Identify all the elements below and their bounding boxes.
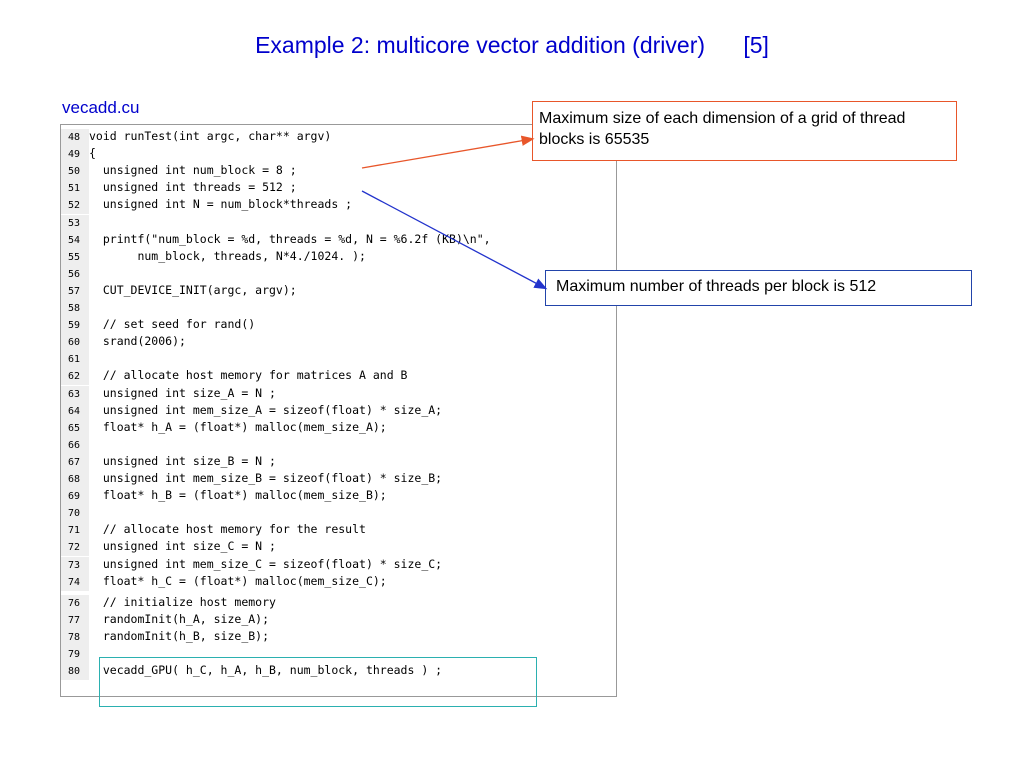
line-number: 58 — [61, 300, 89, 317]
highlight-box-kernel-call — [99, 657, 537, 707]
line-number: 80 — [61, 663, 89, 681]
code-text: float* h_A = (float*) malloc(mem_size_A)… — [89, 419, 387, 434]
code-text: unsigned int size_C = N ; — [89, 539, 276, 554]
file-name-label: vecadd.cu — [62, 98, 140, 117]
code-line: 59 // set seed for rand() — [61, 316, 256, 335]
line-number: 70 — [61, 505, 89, 523]
code-text: randomInit(h_B, size_B); — [89, 628, 270, 643]
line-number: 67 — [61, 453, 89, 471]
code-text: void runTest(int argc, char** argv) — [89, 129, 332, 143]
line-number: 71 — [61, 522, 89, 540]
code-text: // initialize host memory — [89, 594, 276, 609]
code-text: unsigned int N = num_block*threads ; — [89, 197, 353, 212]
code-text: vecadd_GPU( h_C, h_A, h_B, num_block, th… — [89, 663, 443, 678]
line-number: 66 — [61, 436, 89, 454]
code-text: unsigned int size_A = N ; — [89, 385, 276, 400]
code-line: 76 // initialize host memory — [61, 594, 276, 612]
line-number: 77 — [61, 611, 89, 629]
code-text: unsigned int mem_size_A = sizeof(float) … — [89, 402, 443, 417]
slide-title: Example 2: multicore vector addition (dr… — [255, 32, 769, 58]
line-number: 57 — [61, 282, 89, 300]
line-number: 63 — [61, 385, 89, 403]
code-line: 70 — [61, 504, 89, 523]
code-line: 77 randomInit(h_A, size_A); — [61, 611, 270, 629]
code-line: 51 unsigned int threads = 512 ; — [61, 179, 297, 198]
line-number: 54 — [61, 231, 89, 249]
code-text: srand(2006); — [89, 334, 186, 349]
code-text: // allocate host memory for the result — [89, 522, 366, 537]
code-line: 52 unsigned int N = num_block*threads ; — [61, 196, 353, 215]
code-text: num_block, threads, N*4./1024. ); — [89, 248, 366, 263]
line-number: 49 — [61, 146, 89, 164]
code-text: CUT_DEVICE_INIT(argc, argv); — [89, 282, 297, 297]
code-line: 66 — [61, 436, 89, 454]
code-line: 67 unsigned int size_B = N ; — [61, 453, 276, 471]
code-line: 62 // allocate host memory for matrices … — [61, 367, 408, 386]
line-number: 76 — [61, 594, 89, 612]
code-line: 79 — [61, 645, 89, 663]
callout-max-threads: Maximum number of threads per block is 5… — [545, 270, 972, 306]
line-number: 69 — [61, 488, 89, 506]
line-number: 50 — [61, 163, 89, 181]
code-line: 69 float* h_B = (float*) malloc(mem_size… — [61, 487, 387, 506]
code-text: unsigned int num_block = 8 ; — [89, 163, 297, 178]
code-line: 68 unsigned int mem_size_B = sizeof(floa… — [61, 470, 443, 488]
code-text: unsigned int mem_size_C = sizeof(float) … — [89, 556, 443, 571]
code-text: { — [89, 146, 96, 161]
code-text: float* h_C = (float*) malloc(mem_size_C)… — [89, 573, 387, 588]
code-line: 64 unsigned int mem_size_A = sizeof(floa… — [61, 402, 443, 420]
line-number: 59 — [61, 317, 89, 335]
code-line: 57 CUT_DEVICE_INIT(argc, argv); — [61, 282, 297, 300]
code-text: // allocate host memory for matrices A a… — [89, 368, 408, 383]
callout-max-grid-size: Maximum size of each dimension of a grid… — [532, 101, 957, 161]
line-number: 55 — [61, 248, 89, 266]
code-line: 49{ — [61, 145, 96, 164]
code-text: unsigned int mem_size_B = sizeof(float) … — [89, 471, 443, 485]
line-number: 72 — [61, 539, 89, 557]
code-line: 55 num_block, threads, N*4./1024. ); — [61, 248, 366, 266]
code-line: 60 srand(2006); — [61, 333, 186, 352]
code-line: 72 unsigned int size_C = N ; — [61, 538, 276, 557]
line-number: 61 — [61, 351, 89, 369]
code-line: 61 — [61, 350, 89, 369]
code-line: 63 unsigned int size_A = N ; — [61, 385, 276, 403]
code-text: printf("num_block = %d, threads = %d, N … — [89, 231, 491, 246]
line-number: 53 — [61, 214, 89, 232]
line-number: 78 — [61, 628, 89, 646]
code-line: 74 float* h_C = (float*) malloc(mem_size… — [61, 573, 387, 591]
code-line: 73 unsigned int mem_size_C = sizeof(floa… — [61, 556, 443, 574]
code-text: // set seed for rand() — [89, 317, 256, 332]
code-line: 58 — [61, 299, 89, 317]
line-number: 74 — [61, 573, 89, 591]
line-number: 52 — [61, 197, 89, 215]
line-number: 56 — [61, 265, 89, 283]
code-line: 71 // allocate host memory for the resul… — [61, 521, 366, 540]
code-line: 54 printf("num_block = %d, threads = %d,… — [61, 231, 491, 249]
line-number: 60 — [61, 334, 89, 352]
code-line: 50 unsigned int num_block = 8 ; — [61, 162, 297, 181]
line-number: 62 — [61, 368, 89, 386]
line-number: 68 — [61, 471, 89, 488]
code-line: 65 float* h_A = (float*) malloc(mem_size… — [61, 419, 387, 437]
line-number: 79 — [61, 646, 89, 663]
code-line: 78 randomInit(h_B, size_B); — [61, 628, 270, 646]
code-line: 53 — [61, 214, 89, 232]
code-line: 80 vecadd_GPU( h_C, h_A, h_B, num_block,… — [61, 662, 443, 681]
line-number: 73 — [61, 556, 89, 574]
code-text: unsigned int size_B = N ; — [89, 453, 276, 468]
code-line: 56 — [61, 265, 89, 283]
line-number: 48 — [61, 129, 89, 146]
line-number: 65 — [61, 419, 89, 437]
code-text: unsigned int threads = 512 ; — [89, 180, 297, 195]
line-number: 64 — [61, 402, 89, 420]
line-number: 51 — [61, 180, 89, 198]
code-text: randomInit(h_A, size_A); — [89, 611, 270, 626]
code-text: float* h_B = (float*) malloc(mem_size_B)… — [89, 488, 387, 503]
